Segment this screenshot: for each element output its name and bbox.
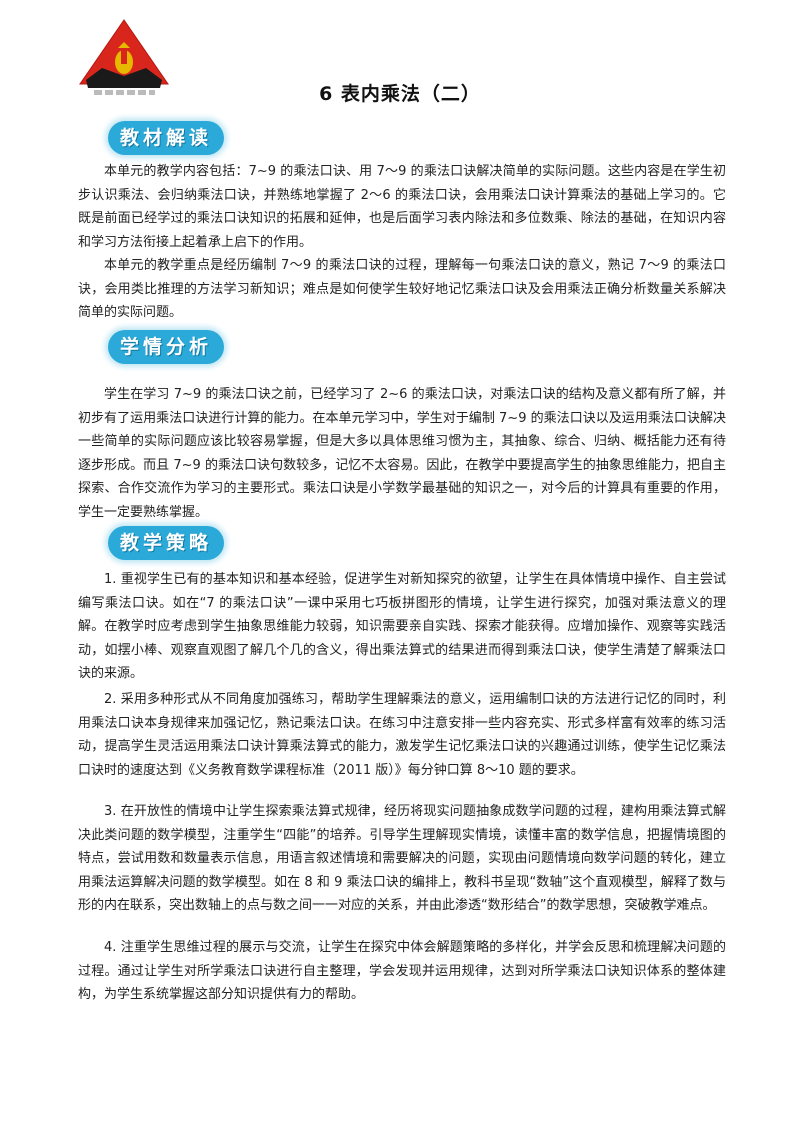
paragraph: 本单元的教学内容包括：7~9 的乘法口诀、用 7～9 的乘法口诀解决简单的实际问… [78, 164, 726, 250]
paragraph: 学生在学习 7~9 的乘法口诀之前，已经学习了 2~6 的乘法口诀，对乘法口诀的… [78, 387, 726, 520]
paragraph: 1. 重视学生已有的基本知识和基本经验，促进学生对新知探究的欲望，让学生在具体情… [78, 572, 726, 682]
section-heading-teaching-strategy: 教学策略 [108, 526, 225, 560]
section-heading-student-analysis: 学情分析 [108, 330, 225, 364]
paragraph: 本单元的教学重点是经历编制 7～9 的乘法口诀的过程，理解每一句乘法口诀的意义，… [78, 258, 726, 321]
school-crest-icon [79, 19, 169, 95]
paragraph: 4. 注重学生思维过程的展示与交流，让学生在探究中体会解题策略的多样化，并学会反… [78, 940, 726, 1003]
section-heading-textbook: 教材解读 [108, 121, 225, 155]
paragraph: 2. 采用多种形式从不同角度加强练习，帮助学生理解乘法的意义，运用编制口诀的方法… [78, 692, 726, 778]
page-title: 6 表内乘法（二） [319, 83, 481, 105]
paragraph: 3. 在开放性的情境中让学生探索乘法算式规律，经历将现实问题抽象成数学问题的过程… [78, 804, 726, 914]
